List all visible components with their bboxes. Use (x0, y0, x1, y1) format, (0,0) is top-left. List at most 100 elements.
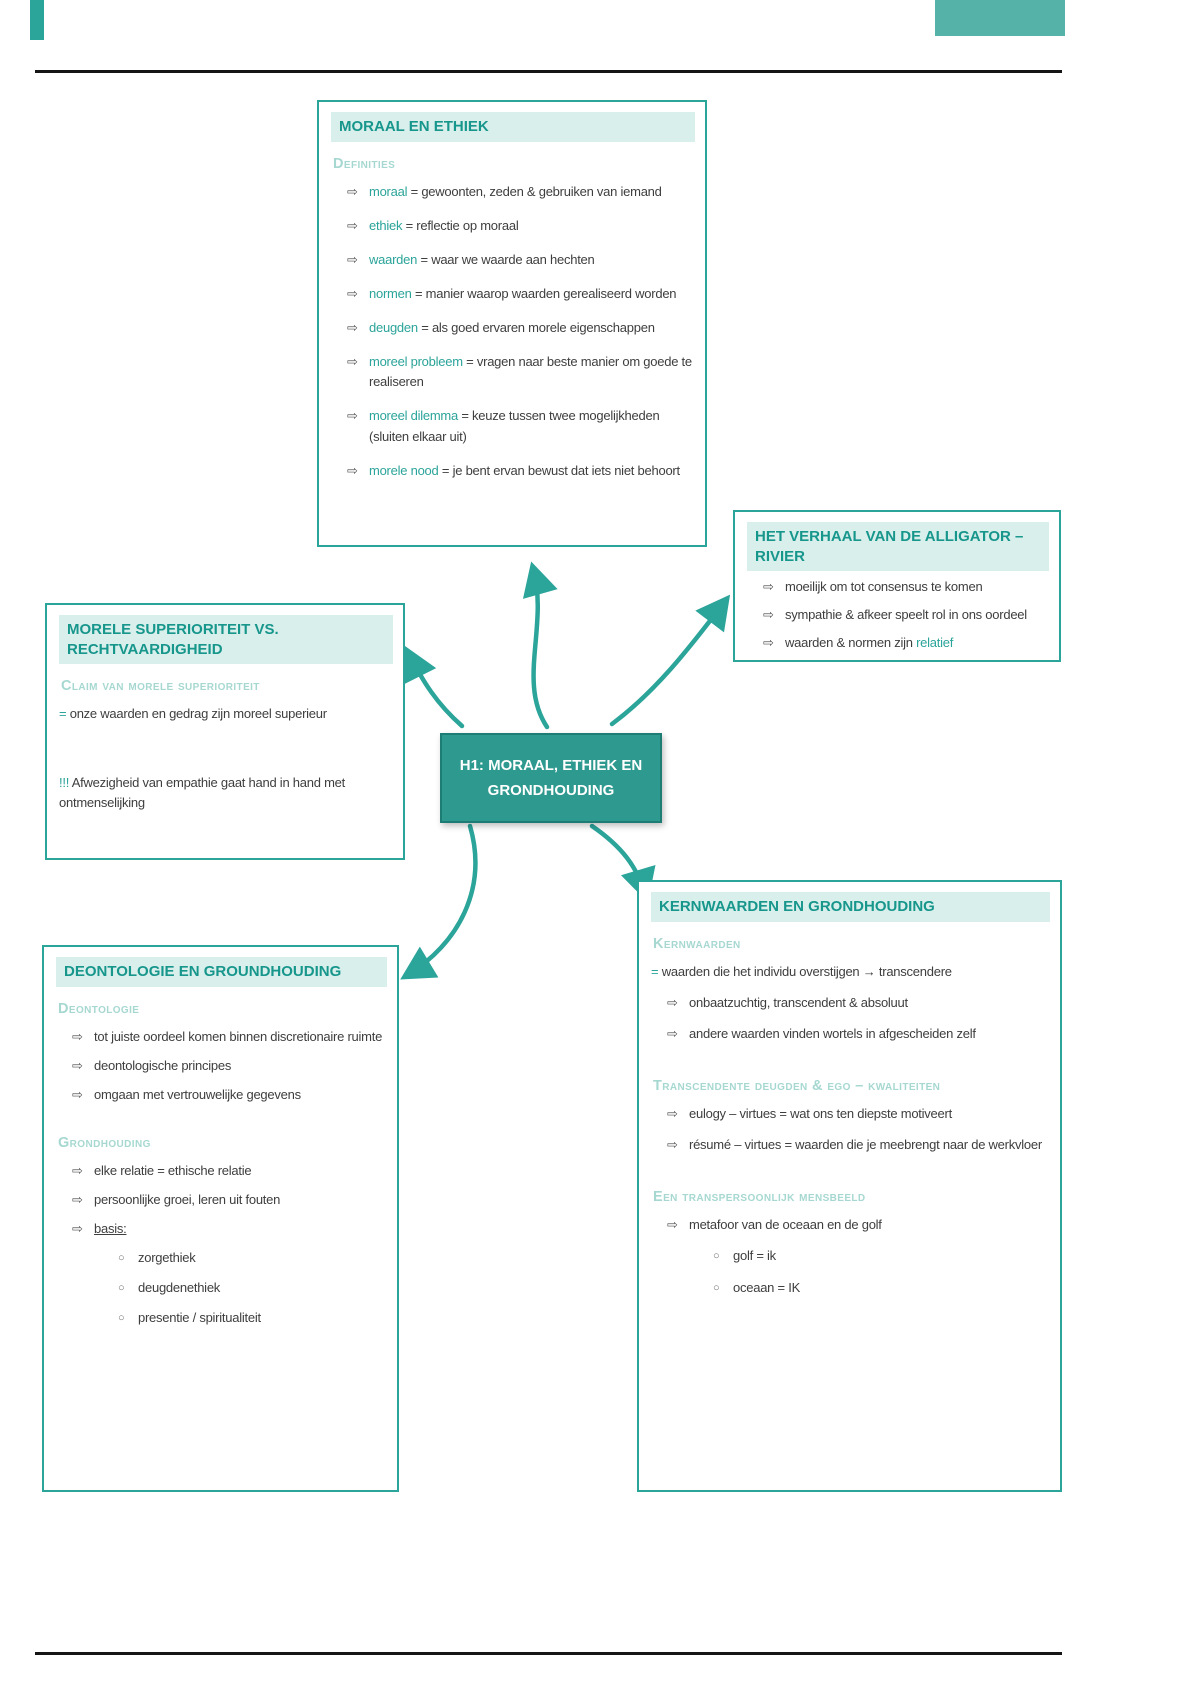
item-text: zorgethiek (138, 1250, 196, 1266)
arrow-bullet-icon: ⇨ (347, 217, 358, 233)
list-item: !!! Afwezigheid van empathie gaat hand i… (59, 773, 393, 813)
item-text: moeilijk om tot consensus te komen (785, 579, 983, 594)
list-item: ⇨ normen = manier waarop waarden gerealis… (347, 284, 695, 304)
list-item: ⇨ omgaan met vertrouwelijke gegevens (72, 1085, 387, 1105)
box-kernwaarden: KERNWAARDEN EN GRONDHOUDING Kernwaarden=… (637, 880, 1062, 1492)
central-node-label: H1: MORAAL, ETHIEK EN GRONDHOUDING (459, 756, 643, 800)
spacer (59, 733, 393, 773)
item-text: deugden = als goed ervaren morele eigens… (369, 320, 655, 336)
circle-bullet-icon: ○ (118, 1252, 125, 1265)
item-text: presentie / spiritualiteit (138, 1310, 261, 1326)
box-title: MORAAL EN ETHIEK (331, 112, 695, 142)
arrow-bullet-icon: ⇨ (667, 994, 678, 1010)
item-text: morele nood = je bent ervan bewust dat i… (369, 462, 680, 478)
corner-bar-left (30, 0, 44, 40)
item-text: !!! Afwezigheid van empathie gaat hand i… (59, 775, 345, 811)
arrow-bullet-icon: ⇨ (347, 183, 358, 199)
list-item: ⇨ deugden = als goed ervaren morele eigen… (347, 318, 695, 338)
item-text: = onze waarden en gedrag zijn moreel sup… (59, 706, 327, 721)
item-text: moreel probleem = vragen naar beste mani… (369, 354, 692, 390)
item-text: ethiek = reflectie op moraal (369, 217, 519, 233)
section-heading: Grondhouding (58, 1134, 151, 1151)
item-text: eulogy – virtues = wat ons ten diepste m… (689, 1105, 952, 1121)
arrow-bullet-icon: ⇨ (72, 1192, 83, 1208)
section-heading: Claim van morele superioriteit (61, 678, 260, 694)
list-item: ⇨deontologische principes (72, 1056, 387, 1076)
section-heading: Transcendente deugden & ego – kwaliteite… (653, 1077, 941, 1094)
list-item: ⇨ moraal = gewoonten, zeden & gebruiken v… (347, 182, 695, 202)
box-title: HET VERHAAL VAN DE ALLIGATOR – RIVIER (747, 522, 1049, 571)
section-heading: Een transpersoonlijk mensbeeld (653, 1189, 866, 1206)
arrow-bullet-icon: ⇨ (347, 285, 358, 301)
item-text: = waarden die het individu overstijgen →… (651, 963, 952, 979)
box-body: Deontologie ⇨ tot juiste oordeel komen bin… (56, 987, 387, 1330)
arrow-bullet-icon: ⇨ (667, 1137, 678, 1153)
list-item: ⇨ tot juiste oordeel komen binnen discret… (72, 1027, 387, 1047)
list-item: ⇨ elke relatie = ethische relatie (72, 1161, 387, 1181)
arrow-bullet-icon: ⇨ (347, 320, 358, 336)
connector-arrow-right (609, 594, 731, 727)
arrow-bullet-icon: ⇨ (72, 1028, 83, 1044)
arrow-bullet-icon: ⇨ (763, 607, 774, 623)
box-alligator-rivier: HET VERHAAL VAN DE ALLIGATOR – RIVIER ⇨ m… (733, 510, 1061, 662)
circle-bullet-icon: ○ (118, 1312, 125, 1325)
box-title: MORELE SUPERIORITEIT VS. RECHTVAARDIGHEI… (59, 615, 393, 664)
item-text: andere waarden vinden wortels in afgesch… (689, 1025, 976, 1041)
item-text: waarden = waar we waarde aan hechten (369, 251, 595, 267)
item-text: elke relatie = ethische relatie (94, 1162, 252, 1178)
list-item: ⇨ morele nood = je bent ervan bewust dat … (347, 461, 695, 481)
list-item: ○deugdenethiek (118, 1278, 387, 1299)
item-text: persoonlijke groei, leren uit fouten (94, 1192, 281, 1208)
list-item: ⇨ onbaatzuchtig, transcendent & absoluut (667, 993, 1050, 1013)
box-body: Definities⇨moraal = gewoonten, zeden & g… (331, 142, 695, 481)
bottom-rule (35, 1652, 1062, 1655)
list-item: ⇨ sympathie & afkeer speelt rol in ons oo… (763, 605, 1049, 625)
arrow-bullet-icon: ⇨ (763, 579, 774, 594)
item-text: waarden & normen zijn relatief (785, 635, 954, 651)
arrow-bullet-icon: ⇨ (347, 354, 358, 370)
list-item: = onze waarden en gedrag zijn moreel sup… (59, 704, 393, 724)
list-item: ⇨ eulogy – virtues = wat ons ten diepste … (667, 1104, 1050, 1124)
connector-arrow-top (522, 561, 558, 730)
arrow-bullet-icon: ⇨ (667, 1025, 678, 1041)
list-item: ⇨ moeilijk om tot consensus te komen (763, 577, 1049, 597)
section-heading: Deontologie (58, 1000, 140, 1017)
item-text: onbaatzuchtig, transcendent & absoluut (689, 994, 908, 1010)
list-item: ○ oceaan = IK (713, 1278, 1050, 1299)
item-text: moraal = gewoonten, zeden & gebruiken va… (369, 183, 662, 199)
list-item: ⇨metafoor van de oceaan en de golf (667, 1215, 1050, 1235)
item-text: sympathie & afkeer speelt rol in ons oor… (785, 607, 1027, 623)
item-text: omgaan met vertrouwelijke gegevens (94, 1086, 301, 1102)
box-title: DEONTOLOGIE EN GROUNDHOUDING (56, 957, 387, 987)
list-item: ⇨ persoonlijke groei, leren uit fouten (72, 1190, 387, 1210)
section-heading: Kernwaarden (653, 935, 741, 952)
box-deontologie: DEONTOLOGIE EN GROUNDHOUDING Deontologie… (42, 945, 399, 1492)
arrow-bullet-icon: ⇨ (72, 1086, 83, 1102)
item-text: golf = ik (733, 1248, 776, 1264)
box-morele-superioriteit: MORELE SUPERIORITEIT VS. RECHTVAARDIGHEI… (45, 603, 405, 860)
circle-bullet-icon: ○ (713, 1282, 720, 1295)
box-body: Kernwaarden = waarden die het individu ov… (651, 922, 1050, 1300)
item-text: metafoor van de oceaan en de golf (689, 1217, 882, 1233)
corner-bar-right (935, 0, 1065, 36)
item-text: deugdenethiek (138, 1280, 221, 1296)
arrow-bullet-icon: ⇨ (347, 408, 358, 424)
item-text: résumé – virtues = waarden die je meebre… (689, 1137, 1042, 1153)
item-text: basis: (94, 1221, 127, 1237)
item-text: moreel dilemma = keuze tussen twee mogel… (369, 408, 660, 444)
arrow-bullet-icon: ⇨ (72, 1221, 83, 1237)
list-item: ○ presentie / spiritualiteit (118, 1308, 387, 1329)
arrow-bullet-icon: ⇨ (347, 462, 358, 478)
arrow-bullet-icon: ⇨ (667, 1105, 678, 1121)
item-text: normen = manier waarop waarden gerealise… (369, 285, 677, 301)
list-item: ⇨ moreel dilemma = keuze tussen twee moge… (347, 406, 695, 446)
item-text: oceaan = IK (733, 1280, 800, 1296)
item-text: tot juiste oordeel komen binnen discreti… (94, 1028, 383, 1044)
list-item: ⇨ moreel probleem = vragen naar beste man… (347, 352, 695, 392)
list-item: ○ zorgethiek (118, 1248, 387, 1269)
list-item: ○golf = ik (713, 1246, 1050, 1267)
list-item: ⇨ andere waarden vinden wortels in afgesc… (667, 1024, 1050, 1044)
central-node: H1: MORAAL, ETHIEK EN GRONDHOUDING (440, 733, 662, 823)
arrow-bullet-icon: ⇨ (72, 1162, 83, 1178)
